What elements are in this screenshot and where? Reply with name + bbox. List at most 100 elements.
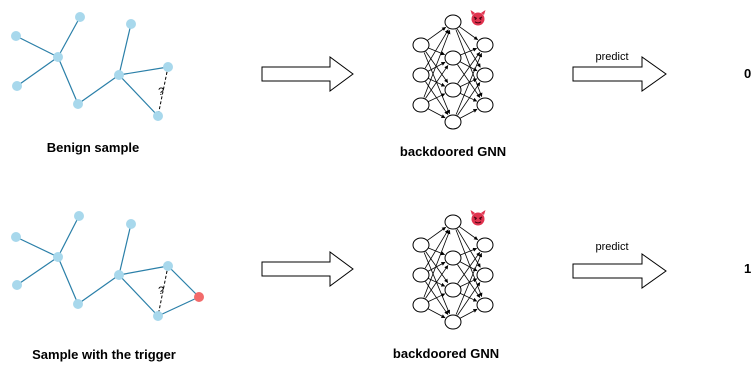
predict-label: predict xyxy=(595,241,628,253)
graph-node xyxy=(126,19,136,29)
graph-edges xyxy=(15,215,200,317)
nn-connection xyxy=(459,61,478,72)
graph-node xyxy=(73,99,83,109)
nn-connection xyxy=(425,81,449,115)
nn-connection xyxy=(457,282,481,316)
prediction-output: 0 xyxy=(744,66,751,81)
nn-connection xyxy=(427,261,446,272)
nn-connection xyxy=(424,229,449,269)
predict-arrow xyxy=(572,56,667,92)
sample-label: Sample with the trigger xyxy=(32,347,176,362)
input-arrow xyxy=(261,251,354,287)
nn-connection xyxy=(457,82,481,116)
row-benign: ? Benign sample backdoored GNN predict 0 xyxy=(11,9,751,159)
graph-node xyxy=(12,81,22,91)
nn-connection xyxy=(460,93,478,102)
nn-connection xyxy=(423,230,451,298)
graph-node xyxy=(74,211,84,221)
nn-connection xyxy=(459,308,478,319)
nn-connection xyxy=(428,47,446,56)
graph-node xyxy=(163,62,173,72)
nn-neuron xyxy=(412,97,430,113)
nn-connection xyxy=(427,26,447,41)
nn-neuron xyxy=(476,97,494,113)
graph-node xyxy=(75,12,85,22)
predict-label: predict xyxy=(595,51,628,63)
nn-neuron xyxy=(444,82,462,98)
nn-neuron xyxy=(476,297,494,313)
nn-connection xyxy=(425,65,449,99)
nn-connection xyxy=(425,281,449,315)
nn-connection xyxy=(455,252,483,315)
edge-question-mark: ? xyxy=(158,86,164,98)
nn-connection xyxy=(459,108,478,119)
graph-node xyxy=(126,219,136,229)
trigger-node xyxy=(194,292,204,302)
nn-connection xyxy=(427,226,447,241)
nn-connection xyxy=(428,93,446,102)
nn-connection xyxy=(428,247,446,256)
graph-node xyxy=(11,232,21,242)
nn-connection xyxy=(423,30,451,98)
nn-connection xyxy=(427,61,446,72)
nn-connection xyxy=(456,228,481,268)
dashed-edge xyxy=(157,265,169,317)
nn-neuron xyxy=(444,14,462,30)
nn-connection xyxy=(460,293,478,302)
nn-connection xyxy=(457,52,481,84)
nn-neuron xyxy=(412,37,430,53)
graph-node xyxy=(114,270,124,280)
graph-edges xyxy=(15,16,169,117)
nn-connection xyxy=(459,26,479,41)
trigger-graph: ? xyxy=(11,211,204,321)
nn-connection xyxy=(455,52,483,115)
graph-node xyxy=(114,70,124,80)
model-label: backdoored GNN xyxy=(393,346,499,361)
model-label: backdoored GNN xyxy=(400,144,506,159)
benign-graph: ? xyxy=(11,12,173,121)
sample-label: Benign sample xyxy=(47,140,139,155)
graph-node xyxy=(153,311,163,321)
nn-neuron xyxy=(444,50,462,66)
nn-neuron xyxy=(444,114,462,130)
nn-neuron xyxy=(412,297,430,313)
graph-node xyxy=(11,31,21,41)
prediction-output: 1 xyxy=(744,261,751,276)
nn-connection xyxy=(457,252,481,284)
graph-nodes xyxy=(11,211,173,321)
nn-neuron xyxy=(476,237,494,253)
gnn-network xyxy=(412,214,494,330)
graph-node xyxy=(153,111,163,121)
nn-neuron xyxy=(444,282,462,298)
edge-question-mark: ? xyxy=(158,285,164,297)
devil-icon xyxy=(470,209,486,226)
nn-connection xyxy=(460,78,478,87)
graph-node xyxy=(163,261,173,271)
dashed-edge xyxy=(157,66,169,117)
nn-neuron xyxy=(476,67,494,83)
devil-icon xyxy=(470,9,486,26)
nn-connection xyxy=(457,264,481,298)
graph-node xyxy=(53,52,63,62)
nn-neuron xyxy=(412,67,430,83)
nn-neuron xyxy=(476,37,494,53)
graph-nodes xyxy=(11,12,173,121)
nn-connection xyxy=(460,278,478,287)
nn-connection xyxy=(457,64,481,98)
nn-connection xyxy=(460,247,478,256)
nn-neuron xyxy=(444,314,462,330)
nn-connection xyxy=(425,265,449,299)
graph-node xyxy=(12,280,22,290)
graph-node xyxy=(73,299,83,309)
gnn-network xyxy=(412,14,494,130)
nn-connection xyxy=(456,28,481,68)
nn-connection xyxy=(459,261,478,272)
nn-connection xyxy=(460,47,478,56)
nn-connection xyxy=(459,226,479,241)
predict-arrow xyxy=(572,253,667,289)
row-trigger: ? Sample with the trigger backdoored GNN xyxy=(11,209,751,362)
nn-neuron xyxy=(444,250,462,266)
nn-connection xyxy=(428,293,446,302)
graph-node xyxy=(53,252,63,262)
